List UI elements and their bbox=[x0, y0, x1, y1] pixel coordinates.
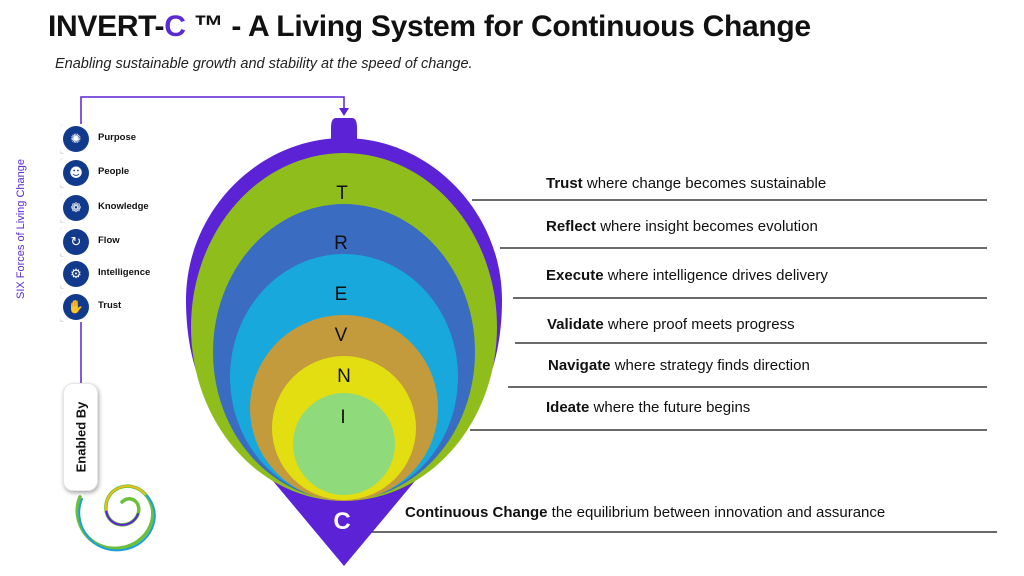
layer-i bbox=[293, 393, 395, 495]
force-item-flow[interactable]: ↻ Flow bbox=[60, 227, 158, 257]
forces-connector-line bbox=[80, 96, 345, 124]
stage-description: where the future begins bbox=[589, 399, 751, 416]
stage-description: where strategy finds direction bbox=[610, 357, 810, 374]
funnel-nozzle bbox=[331, 118, 357, 142]
layer-letter-n: N bbox=[337, 366, 351, 387]
stage-keyword: Execute bbox=[546, 267, 604, 284]
head-gear-icon: ⚙ bbox=[63, 261, 89, 287]
stage-description: where change becomes sustainable bbox=[582, 175, 827, 192]
funnel bbox=[186, 118, 502, 566]
force-label: Knowledge bbox=[98, 201, 149, 212]
stage-execute: Execute where intelligence drives delive… bbox=[546, 267, 828, 284]
force-item-purpose[interactable]: ✺ Purpose bbox=[60, 124, 158, 154]
stage-ideate: Ideate where the future begins bbox=[546, 399, 750, 416]
force-label: Flow bbox=[98, 235, 120, 246]
stage-description: where intelligence drives delivery bbox=[603, 267, 828, 284]
stage-continuous-change: Continuous Change the equilibrium betwee… bbox=[405, 504, 885, 521]
force-label: Intelligence bbox=[98, 267, 151, 278]
title-accent: C bbox=[164, 10, 186, 43]
stage-lines bbox=[370, 199, 997, 533]
connector-arrow-icon bbox=[339, 108, 349, 116]
base-letter-c: C bbox=[333, 508, 351, 535]
cycle-icon: ↻ bbox=[63, 229, 89, 255]
brain-icon: ❁ bbox=[63, 195, 89, 221]
force-label: People bbox=[98, 166, 130, 177]
enabled-by-box: Enabled By bbox=[63, 383, 98, 491]
stage-reflect: Reflect where insight becomes evolution bbox=[546, 218, 818, 235]
stage-validate: Validate where proof meets progress bbox=[547, 316, 795, 333]
stage-navigate: Navigate where strategy finds direction bbox=[548, 357, 810, 374]
title-rest: ™ - A Living System for Continuous Chang… bbox=[185, 10, 811, 43]
lightbulb-icon: ✺ bbox=[63, 126, 89, 152]
stage-description: where insight becomes evolution bbox=[596, 218, 818, 235]
layer-letter-v: V bbox=[334, 325, 348, 346]
layer-letter-e: E bbox=[334, 284, 348, 305]
stage-keyword: Validate bbox=[547, 316, 604, 333]
stage-trust: Trust where change becomes sustainable bbox=[546, 175, 826, 192]
enabled-by-label: Enabled By bbox=[73, 401, 88, 473]
stage-description: the equilibrium between innovation and a… bbox=[547, 504, 886, 521]
force-item-intelligence[interactable]: ⚙ Intelligence bbox=[60, 259, 158, 289]
stage-keyword: Navigate bbox=[548, 357, 611, 374]
layer-letter-r: R bbox=[334, 233, 348, 254]
force-label: Purpose bbox=[98, 132, 137, 143]
page-subtitle: Enabling sustainable growth and stabilit… bbox=[55, 56, 473, 72]
force-label: Trust bbox=[98, 300, 122, 311]
stage-keyword: Continuous Change bbox=[405, 504, 548, 521]
stage-keyword: Trust bbox=[546, 175, 583, 192]
people-icon: ☻ bbox=[63, 160, 89, 186]
title-main: INVERT- bbox=[48, 10, 165, 43]
spiral-logo bbox=[75, 484, 156, 552]
stage-keyword: Reflect bbox=[546, 218, 597, 235]
stage-description: where proof meets progress bbox=[603, 316, 795, 333]
layer-letter-t: T bbox=[336, 183, 348, 204]
stage-keyword: Ideate bbox=[546, 399, 590, 416]
force-item-people[interactable]: ☻ People bbox=[60, 158, 158, 188]
handshake-icon: ✋ bbox=[63, 294, 89, 320]
force-item-trust[interactable]: ✋ Trust bbox=[60, 292, 158, 322]
forces-label: SIX Forces of Living Change bbox=[15, 158, 27, 300]
page-title: INVERT-C ™ - A Living System for Continu… bbox=[48, 10, 811, 44]
force-item-knowledge[interactable]: ❁ Knowledge bbox=[60, 193, 158, 223]
layer-letter-i: I bbox=[340, 407, 346, 428]
